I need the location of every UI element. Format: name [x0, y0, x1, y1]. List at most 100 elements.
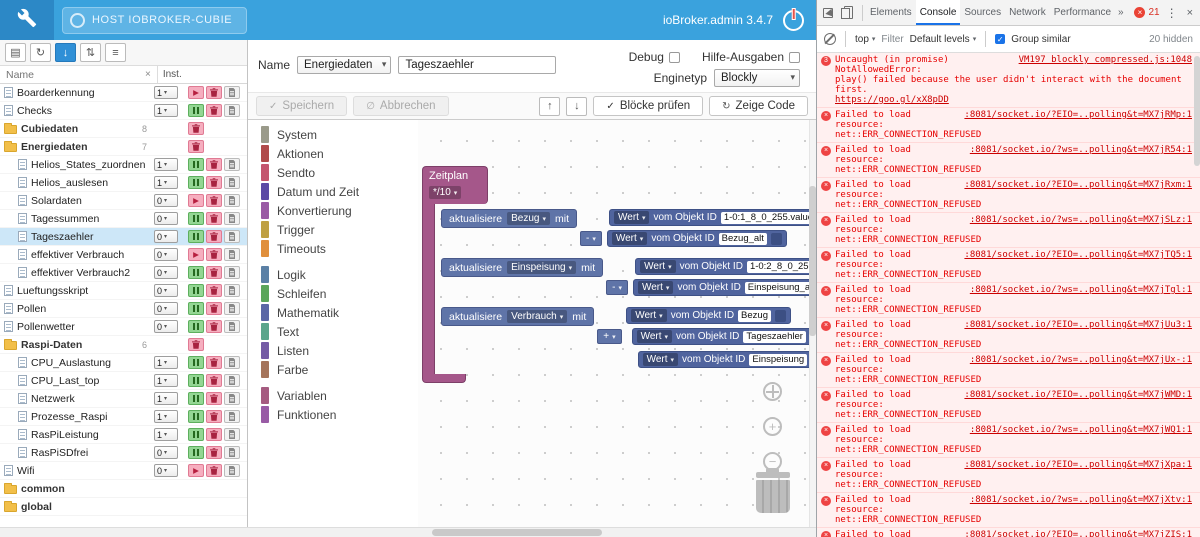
- debug-checkbox[interactable]: [668, 51, 680, 63]
- toolbox-category-variablen[interactable]: Variablen: [248, 386, 418, 405]
- devtools-tab-network[interactable]: Network: [1009, 7, 1046, 18]
- cron-dropdown[interactable]: */10: [429, 186, 462, 199]
- delete-script-button[interactable]: [206, 356, 222, 369]
- instance-select[interactable]: 1: [154, 410, 178, 423]
- group-similar-checkbox[interactable]: [995, 34, 1006, 44]
- new-script-button[interactable]: [5, 43, 26, 62]
- power-icon[interactable]: [783, 9, 804, 31]
- export-script-button[interactable]: [224, 194, 240, 207]
- export-script-button[interactable]: [224, 410, 240, 423]
- delete-script-button[interactable]: [206, 464, 222, 477]
- value-of-object-block[interactable]: Wertvom Objekt ID1-0:2_8_0_255.value: [635, 258, 816, 275]
- instance-select[interactable]: 0: [154, 464, 178, 477]
- target-dropdown[interactable]: Bezug: [507, 212, 550, 225]
- resource-link[interactable]: :8081/socket.io/?EIO=..polling&t=MX7jWMD…: [964, 390, 1192, 400]
- delete-script-button[interactable]: [206, 266, 222, 279]
- export-script-button[interactable]: [224, 428, 240, 441]
- delete-script-button[interactable]: [206, 446, 222, 459]
- clear-filter-icon[interactable]: [141, 69, 155, 80]
- toolbox-category-system[interactable]: System: [248, 125, 418, 144]
- resource-link[interactable]: :8081/socket.io/?EIO=..polling&t=MX7jZIS…: [964, 530, 1192, 537]
- import-blocks-button[interactable]: [566, 96, 588, 116]
- delete-folder-button[interactable]: [188, 122, 204, 135]
- start-script-button[interactable]: ▶: [188, 86, 204, 99]
- clear-console-icon[interactable]: [824, 33, 836, 45]
- value-type-dropdown[interactable]: Wert: [636, 330, 673, 343]
- pause-script-button[interactable]: [188, 230, 204, 243]
- export-script-button[interactable]: [224, 374, 240, 387]
- object-picker-button[interactable]: [774, 309, 786, 322]
- pause-script-button[interactable]: [188, 302, 204, 315]
- delete-script-button[interactable]: [206, 284, 222, 297]
- pause-script-button[interactable]: [188, 446, 204, 459]
- devtools-close-icon[interactable]: [1184, 7, 1196, 19]
- tree-row[interactable]: global: [0, 498, 247, 516]
- instance-select[interactable]: 0: [154, 446, 178, 459]
- delete-script-button[interactable]: [206, 428, 222, 441]
- delete-script-button[interactable]: [206, 86, 222, 99]
- export-script-button[interactable]: [224, 176, 240, 189]
- value-type-dropdown[interactable]: Wert: [637, 281, 674, 294]
- context-select[interactable]: top: [855, 34, 875, 45]
- blockly-workspace[interactable]: Zeitplan */10 aktualisiereBezugmitWertvo…: [418, 120, 816, 527]
- error-source-link[interactable]: VM197 blockly_compressed.js:1048: [1018, 55, 1192, 65]
- pause-script-button[interactable]: [188, 284, 204, 297]
- instance-select[interactable]: 0: [154, 302, 178, 315]
- pause-script-button[interactable]: [188, 212, 204, 225]
- delete-script-button[interactable]: [206, 374, 222, 387]
- log-level-select[interactable]: Default levels: [910, 34, 977, 45]
- instance-select[interactable]: 0: [154, 266, 178, 279]
- workspace-scrollbar[interactable]: [809, 120, 816, 527]
- toolbox-category-farbe[interactable]: Farbe: [248, 360, 418, 379]
- delete-script-button[interactable]: [206, 320, 222, 333]
- export-script-button[interactable]: [224, 446, 240, 459]
- delete-script-button[interactable]: [206, 194, 222, 207]
- export-script-button[interactable]: [224, 86, 240, 99]
- devtools-tab-console[interactable]: Console: [915, 0, 961, 25]
- resource-link[interactable]: :8081/socket.io/?EIO=..polling&t=MX7jRxm…: [964, 180, 1192, 190]
- devtools-tab-performance[interactable]: Performance: [1053, 7, 1112, 18]
- delete-script-button[interactable]: [206, 410, 222, 423]
- value-type-dropdown[interactable]: Wert: [614, 211, 650, 224]
- host-badge[interactable]: HOST IOBROKER-CUBIE: [62, 6, 248, 34]
- zeitplan-block[interactable]: Zeitplan */10 aktualisiereBezugmitWertvo…: [422, 166, 816, 383]
- instance-select[interactable]: 1: [154, 104, 178, 117]
- operator-dropdown[interactable]: -: [606, 280, 628, 295]
- toolbox-category-timeouts[interactable]: Timeouts: [248, 239, 418, 258]
- delete-script-button[interactable]: [206, 392, 222, 405]
- pause-script-button[interactable]: [188, 356, 204, 369]
- pause-script-button[interactable]: [188, 176, 204, 189]
- enginetype-select[interactable]: Blockly: [714, 69, 800, 87]
- toolbox-category-trigger[interactable]: Trigger: [248, 220, 418, 239]
- value-of-object-block[interactable]: Wertvom Objekt ID1-0:1_8_0_255.value: [609, 209, 816, 226]
- script-name-input[interactable]: [398, 56, 557, 74]
- instance-select[interactable]: 1: [154, 356, 178, 369]
- zoom-reset-button[interactable]: [763, 382, 782, 401]
- resource-link[interactable]: :8081/socket.io/?EIO=..polling&t=MX7jTQ5…: [964, 250, 1192, 260]
- export-script-button[interactable]: [224, 230, 240, 243]
- object-id-field[interactable]: Einspeisung: [749, 353, 808, 366]
- zoom-in-button[interactable]: [763, 417, 782, 436]
- resource-link[interactable]: :8081/socket.io/?EIO=..polling&t=MX7jUu3…: [964, 320, 1192, 330]
- toolbox-category-schleifen[interactable]: Schleifen: [248, 284, 418, 303]
- delete-script-button[interactable]: [206, 104, 222, 117]
- horizontal-scrollbar[interactable]: [0, 527, 816, 537]
- resource-link[interactable]: :8081/socket.io/?ws=..polling&t=MX7jSLz:…: [969, 215, 1192, 225]
- target-dropdown[interactable]: Verbrauch: [507, 310, 568, 323]
- resource-link[interactable]: :8081/socket.io/?ws=..polling&t=MX7jXtv:…: [969, 495, 1192, 505]
- instance-select[interactable]: 1: [154, 86, 178, 99]
- instance-select[interactable]: 1: [154, 374, 178, 387]
- device-toolbar-icon[interactable]: [838, 0, 859, 25]
- export-script-button[interactable]: [224, 320, 240, 333]
